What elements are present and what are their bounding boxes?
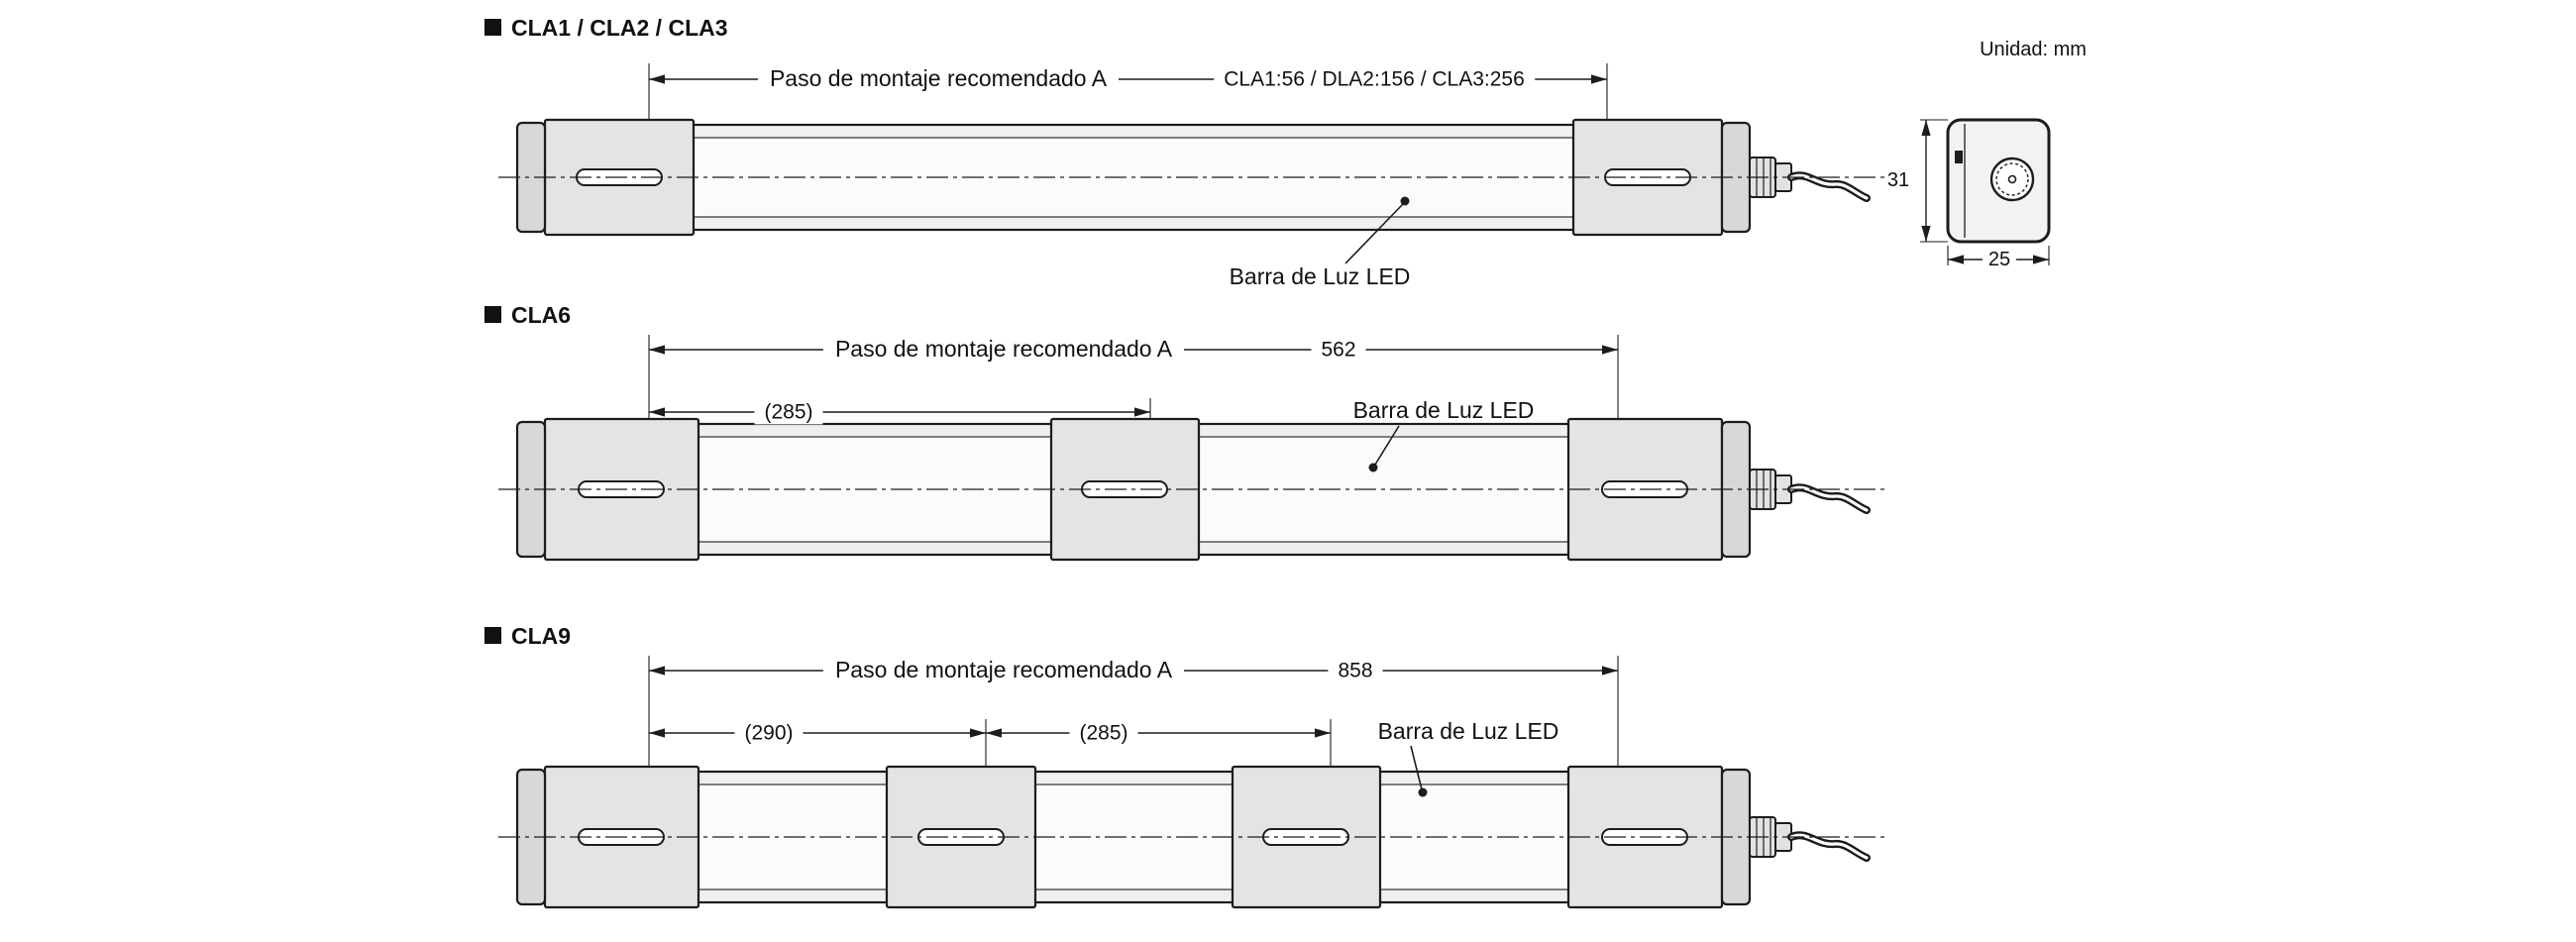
width-dimension-label: 25: [1982, 248, 2017, 271]
section-header-cla9: CLA9: [484, 623, 571, 649]
led-bar-label-cla123: Barra de Luz LED: [1229, 263, 1411, 290]
section-marker-icon: [484, 627, 501, 644]
section-header-cla6: CLA6: [484, 302, 571, 328]
height-dimension-label: 31: [1886, 169, 1910, 191]
sub-dimension-label-cla9-2: (285): [1069, 720, 1138, 746]
pitch-dimension-value-cla9: 858: [1328, 658, 1383, 683]
section-title-cla123: CLA1 / CLA2 / CLA3: [511, 15, 728, 41]
pitch-dimension-label-cla6: Paso de montaje recomendado A: [822, 336, 1185, 364]
section-marker-icon: [484, 19, 501, 36]
section-marker-icon: [484, 306, 501, 323]
sub-dimension-label-cla9-1: (290): [734, 720, 804, 746]
pitch-dimension-value-cla123: CLA1:56 / DLA2:156 / CLA3:256: [1214, 66, 1535, 92]
pitch-dimension-value-cla6: 562: [1311, 337, 1366, 363]
unit-label: Unidad: mm: [1980, 39, 2087, 60]
pitch-dimension-label-cla9: Paso de montaje recomendado A: [822, 657, 1185, 684]
section-title-cla6: CLA6: [511, 302, 572, 328]
pitch-dimension-label-cla123: Paso de montaje recomendado A: [757, 65, 1120, 93]
cla123-bar-drawing: [498, 118, 1884, 237]
section-title-cla9: CLA9: [511, 623, 572, 649]
sub-dimension-label-cla6-1: (285): [754, 399, 823, 425]
cla6-bar-drawing: [498, 417, 1884, 562]
led-bar-label-cla6: Barra de Luz LED: [1352, 397, 1535, 424]
led-bar-label-cla9: Barra de Luz LED: [1377, 718, 1559, 745]
section-header-cla123: CLA1 / CLA2 / CLA3: [484, 15, 728, 41]
cla9-bar-drawing: [498, 765, 1884, 909]
end-view-drawing: [1920, 118, 2051, 265]
